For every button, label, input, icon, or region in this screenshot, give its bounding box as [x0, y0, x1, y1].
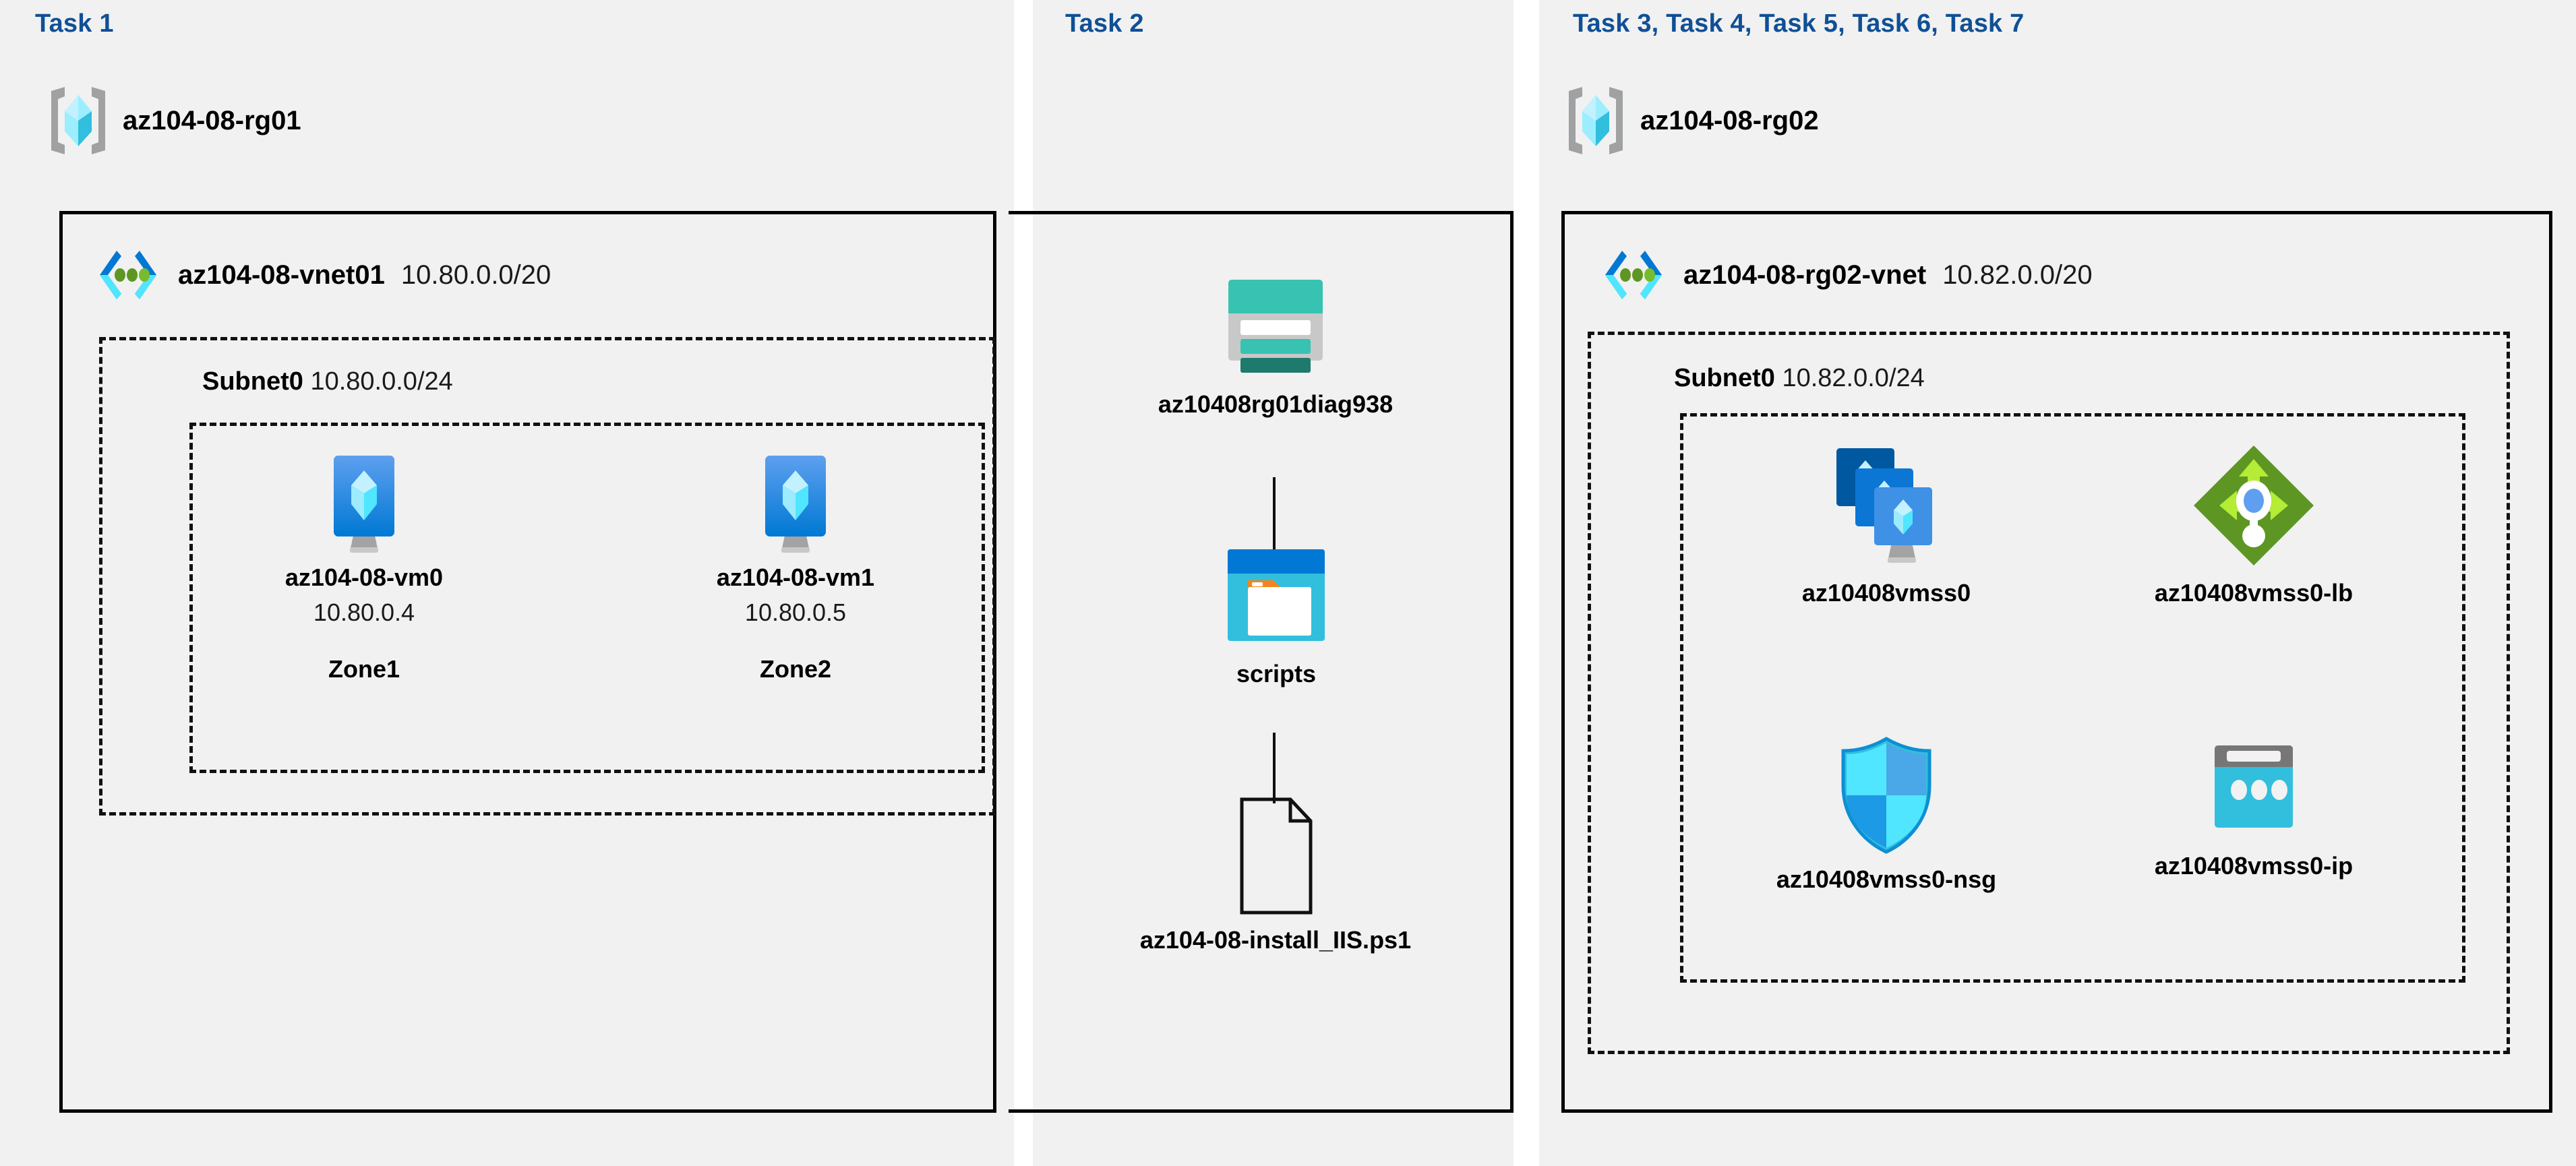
task3-resources-box	[1680, 413, 2465, 983]
task3-panel: Task 3, Task 4, Task 5, Task 6, Task 7 a…	[1539, 0, 2576, 1166]
task1-resource-group-label: az104-08-rg01	[123, 105, 301, 135]
task3-resource-group: az104-08-rg02	[1566, 84, 1819, 157]
task3-vnet-box	[1561, 211, 2552, 1113]
task1-vm0-ip: 10.80.0.4	[313, 599, 415, 626]
task3-vmss-node[interactable]: az10408vmss0	[1738, 441, 2035, 607]
task3-load-balancer-node[interactable]: az10408vmss0-lb	[2092, 441, 2416, 607]
task2-file-name: az104-08-install_IIS.ps1	[1139, 926, 1412, 954]
virtual-network-icon	[1600, 241, 1667, 309]
virtual-machine-icon	[752, 453, 839, 554]
vm-scale-set-icon	[1819, 441, 1954, 570]
task1-subnet-name: Subnet0	[202, 367, 303, 396]
task3-resource-group-label: az104-08-rg02	[1640, 105, 1819, 135]
task3-nsg-name: az10408vmss0-nsg	[1776, 865, 1997, 893]
task1-subnet-cidr: 10.80.0.0/24	[310, 367, 453, 396]
task3-subnet-cidr: 10.82.0.0/24	[1782, 364, 1925, 392]
task3-load-balancer-name: az10408vmss0-lb	[2154, 579, 2354, 607]
task1-subnet-label: Subnet0 10.80.0.0/24	[202, 367, 453, 396]
task1-zone-box	[189, 423, 985, 773]
task1-subnet-box	[99, 337, 996, 816]
task1-vm0-name: az104-08-vm0	[284, 563, 444, 591]
task1-vm1-zone: Zone2	[759, 655, 831, 683]
task1-vm0-zone: Zone1	[328, 655, 400, 683]
task3-subnet-box	[1588, 332, 2510, 1054]
task1-vnet-header: az104-08-vnet01 10.80.0.0/20	[94, 241, 551, 309]
task1-vm1-ip: 10.80.0.5	[744, 599, 847, 626]
virtual-network-icon	[94, 241, 162, 309]
task1-vm1-node[interactable]: az104-08-vm1 10.80.0.5 Zone2	[688, 453, 903, 683]
task2-container-name: scripts	[1236, 660, 1317, 687]
task2-storage-account-node[interactable]: az10408rg01diag938	[1158, 259, 1393, 419]
task2-heading: Task 2	[1065, 9, 1144, 38]
task2-connector-container-to-file	[1273, 733, 1276, 803]
task1-vnet-cidr: 10.80.0.0/20	[400, 259, 551, 290]
resource-group-icon	[49, 84, 108, 157]
task3-vnet-name: az104-08-rg02-vnet	[1683, 259, 1927, 290]
task3-subnet-name: Subnet0	[1674, 364, 1775, 392]
public-ip-address-icon	[2200, 735, 2308, 842]
task3-subnet-label: Subnet0 10.82.0.0/24	[1674, 364, 1925, 393]
task2-panel: Task 2 az10408rg01diag938	[1009, 0, 1514, 1166]
task2-container-node[interactable]: scripts	[1212, 543, 1340, 688]
blob-container-icon	[1216, 543, 1337, 650]
task1-resource-group: az104-08-rg01	[49, 84, 301, 157]
task1-panel: Task 1 az104-08-rg01	[0, 0, 1014, 1166]
task2-file-node[interactable]: az104-08-install_IIS.ps1	[1100, 795, 1451, 954]
task3-heading: Task 3, Task 4, Task 5, Task 6, Task 7	[1573, 9, 2025, 38]
task2-connector-storage-to-container	[1273, 477, 1276, 558]
file-icon	[1228, 795, 1323, 917]
task3-vnet-cidr: 10.82.0.0/20	[1942, 259, 2093, 290]
task3-public-ip-name: az10408vmss0-ip	[2154, 852, 2354, 880]
task3-vnet-header: az104-08-rg02-vnet 10.82.0.0/20	[1600, 241, 2093, 309]
task2-frame-box	[1009, 211, 1514, 1113]
task3-public-ip-node[interactable]: az10408vmss0-ip	[2099, 735, 2409, 880]
task1-vm1-name: az104-08-vm1	[716, 563, 875, 591]
task1-vnet-name: az104-08-vnet01	[178, 259, 385, 290]
task1-vm0-node[interactable]: az104-08-vm0 10.80.0.4 Zone1	[256, 453, 472, 683]
load-balancer-icon	[2190, 441, 2318, 570]
task3-vmss-name: az10408vmss0	[1801, 579, 1971, 607]
virtual-machine-icon	[320, 453, 408, 554]
storage-account-icon	[1215, 259, 1336, 381]
task2-storage-account-name: az10408rg01diag938	[1158, 390, 1394, 418]
network-security-group-icon	[1832, 735, 1940, 856]
resource-group-icon	[1566, 84, 1625, 157]
task1-heading: Task 1	[35, 9, 114, 38]
task3-nsg-node[interactable]: az10408vmss0-nsg	[1714, 735, 2058, 894]
